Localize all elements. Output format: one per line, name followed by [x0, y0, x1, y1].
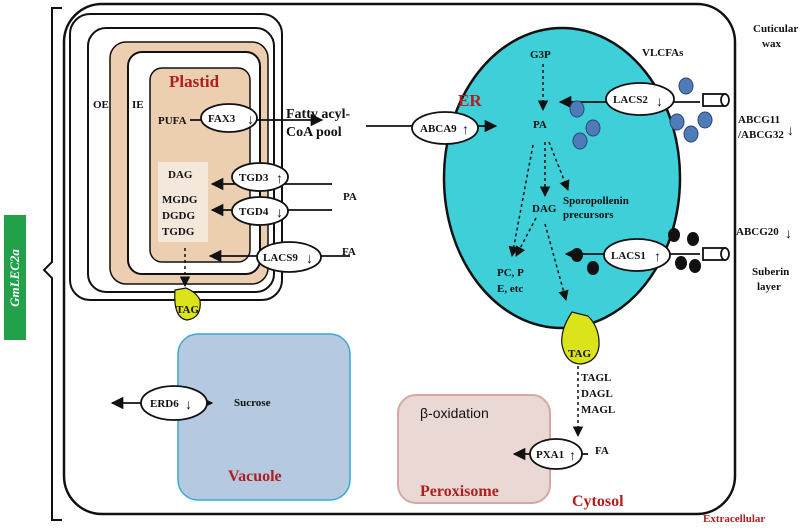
cytosol-label: Cytosol: [572, 493, 624, 510]
lacs9-label: LACS9: [263, 252, 298, 264]
abcg11-label-line2: /ABCG32: [737, 129, 784, 141]
pufa-label: PUFA: [158, 115, 187, 127]
er-label: ER: [458, 91, 482, 110]
g3p-label: G3P: [530, 49, 551, 61]
lacs1-up-icon: ↑: [654, 250, 661, 265]
tgdg-label: TGDG: [162, 226, 195, 238]
sucrose-label: Sucrose: [234, 397, 271, 409]
beta-oxidation-label: β-oxidation: [420, 405, 489, 421]
pc-line1: PC, P: [497, 267, 524, 279]
vlcfa-dot: [572, 132, 588, 150]
vlcfas-label: VLCFAs: [642, 47, 684, 59]
tgd4-transporter: [231, 196, 289, 226]
lacs9-down-icon: ↓: [306, 252, 313, 267]
lacs9-transporter: [256, 241, 322, 273]
gene-label-tag: GmLEC2a: [4, 215, 26, 340]
ie-label: IE: [132, 99, 144, 111]
vlcfa-dot: [585, 119, 601, 137]
tgd4-down-icon: ↓: [276, 206, 283, 221]
plastid-tag-label: TAG: [176, 304, 199, 316]
cuticular-line2: wax: [762, 38, 781, 50]
abcg20-label: ABCG20: [736, 226, 779, 238]
vlcfa-dot: [569, 100, 585, 118]
abca9-up-icon: ↑: [462, 123, 469, 138]
abcg20-down-icon: ↓: [785, 227, 792, 242]
pxa1-label: PXA1: [536, 449, 564, 461]
pa-cytosol-label: PA: [343, 191, 357, 203]
pa-to-sporopollenin-arrow: [548, 141, 570, 191]
dag-to-tag-arrow: [544, 223, 569, 302]
suberin-dot: [587, 261, 599, 275]
dag-to-pc-arrow: [515, 217, 537, 257]
dgdg-label: DGDG: [162, 210, 195, 222]
fax3-down-icon: ↓: [247, 113, 254, 128]
tgd3-up-icon: ↑: [276, 172, 283, 187]
abcg11-channel-end: [720, 93, 730, 107]
vlcfa-dot: [697, 111, 713, 129]
vlcfa-dot: [683, 125, 699, 143]
fatty-acyl-line2: CoA pool: [286, 125, 342, 140]
vacuole-label: Vacuole: [228, 468, 282, 485]
galactolipid-box: [158, 162, 208, 242]
fax3-transporter: [200, 103, 258, 133]
abcg20-channel-end: [720, 247, 730, 261]
sporopollenin-line1: Sporopollenin: [563, 195, 629, 207]
fa-cytosol-label: FA: [342, 246, 356, 258]
tgd3-label: TGD3: [239, 172, 269, 184]
suberin-dot: [668, 228, 680, 242]
lacs1-transporter: [603, 238, 671, 272]
abcg11-down-icon: ↓: [787, 124, 794, 139]
left-brace: [42, 7, 62, 521]
suberin-dot: [687, 232, 699, 246]
tagl-label: TAGL: [581, 372, 611, 384]
peroxisome-label: Peroxisome: [420, 483, 499, 500]
pxa1-up-icon: ↑: [569, 449, 576, 464]
er-tag-droplet: [561, 311, 600, 365]
suberin-dot: [675, 256, 687, 270]
abca9-label: ABCA9: [420, 123, 457, 135]
plastid-label: Plastid: [169, 72, 220, 91]
dagl-label: DAGL: [581, 388, 613, 400]
lacs1-label: LACS1: [611, 250, 646, 262]
abca9-transporter: [411, 111, 479, 145]
lacs2-transporter: [605, 82, 675, 116]
vlcfa-dot: [669, 113, 685, 131]
lacs2-down-icon: ↓: [656, 95, 663, 110]
plastid-tag-droplet: [174, 287, 201, 321]
dag-er-label: DAG: [532, 203, 557, 215]
pc-line2: E, etc: [497, 283, 523, 295]
fatty-acyl-line1: Fatty acyl-: [286, 107, 350, 122]
fax3-label: FAX3: [208, 113, 236, 125]
abcg11-label-line1: ABCG11: [738, 114, 780, 126]
suberin-line2: layer: [757, 281, 781, 293]
cuticular-line1: Cuticular: [753, 23, 798, 35]
lacs2-label: LACS2: [613, 94, 648, 106]
pa-er-label: PA: [533, 119, 547, 131]
oe-label: OE: [93, 99, 109, 111]
fa-perox-label: FA: [595, 445, 609, 457]
er-tag-label: TAG: [568, 348, 591, 360]
gene-name: GmLEC2a: [7, 248, 22, 307]
erd6-label: ERD6: [150, 398, 179, 410]
tgd3-transporter: [231, 162, 289, 192]
pa-to-pc-arrow: [508, 144, 534, 258]
pxa1-transporter: [529, 438, 583, 470]
magl-label: MAGL: [581, 404, 615, 416]
suberin-line1: Suberin: [752, 266, 789, 278]
erd6-down-icon: ↓: [185, 398, 192, 413]
vlcfa-dot: [678, 77, 694, 95]
tgd4-label: TGD4: [239, 206, 269, 218]
dag-plastid-label: DAG: [168, 169, 193, 181]
extracellular-label: Extracellular: [703, 513, 765, 525]
erd6-transporter: [140, 385, 208, 421]
suberin-dot: [689, 259, 701, 273]
mgdg-label: MGDG: [162, 194, 198, 206]
sporopollenin-line2: precursors: [563, 209, 614, 221]
suberin-dot: [571, 248, 583, 262]
